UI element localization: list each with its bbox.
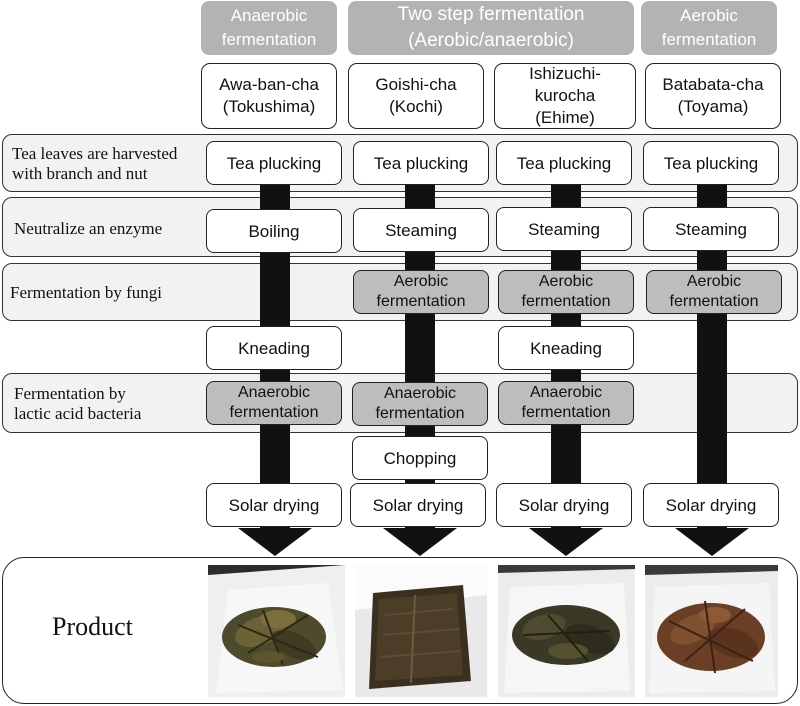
header-aerobic: Aerobic fermentation xyxy=(641,1,777,55)
step-solar-drying-4: Solar drying xyxy=(643,483,779,527)
step-steaming-2: Steaming xyxy=(353,208,489,252)
row-label-enzyme: Neutralize an enzyme xyxy=(14,219,163,238)
header-two-step: Two step fermentation (Aerobic/anaerobic… xyxy=(348,1,634,55)
product-photo-goishi-cha xyxy=(355,565,487,697)
step-anaerobic-3: Anaerobic fermentation xyxy=(498,381,634,425)
step-steaming-4: Steaming xyxy=(643,207,779,251)
row-label-harvest: Tea leaves are harvested with branch and… xyxy=(12,144,178,183)
step-aerobic-2: Aerobic fermentation xyxy=(353,270,489,314)
step-boiling: Boiling xyxy=(206,209,342,253)
step-steaming-3: Steaming xyxy=(496,207,632,251)
product-photo-awa-ban-cha xyxy=(208,565,345,697)
product-photo-batabata-cha xyxy=(645,565,778,697)
arrow-head-col3 xyxy=(529,528,603,556)
arrow-head-col1 xyxy=(238,528,312,556)
arrow-head-col4 xyxy=(675,528,749,556)
step-aerobic-3: Aerobic fermentation xyxy=(498,270,634,314)
tea-awa-ban-cha: Awa-ban-cha (Tokushima) xyxy=(201,63,337,129)
step-kneading-3: Kneading xyxy=(498,326,634,370)
step-tea-plucking-4: Tea plucking xyxy=(643,141,779,185)
header-anaerobic: Anaerobic fermentation xyxy=(201,1,337,55)
tea-ishizuchi-kurocha: Ishizuchi- kurocha (Ehime) xyxy=(494,63,636,129)
step-anaerobic-2: Anaerobic fermentation xyxy=(352,382,488,426)
step-tea-plucking-1: Tea plucking xyxy=(206,141,342,185)
step-chopping: Chopping xyxy=(352,436,488,480)
step-tea-plucking-2: Tea plucking xyxy=(353,141,489,185)
product-photo-ishizuchi-kurocha xyxy=(498,565,635,697)
tea-batabata-cha: Batabata-cha (Toyama) xyxy=(645,63,781,129)
step-tea-plucking-3: Tea plucking xyxy=(496,141,632,185)
tea-goishi-cha: Goishi-cha (Kochi) xyxy=(348,63,484,129)
row-label-fungi: Fermentation by fungi xyxy=(10,283,163,302)
step-solar-drying-2: Solar drying xyxy=(350,483,486,527)
row-label-lactic: Fermentation by lactic acid bacteria xyxy=(14,384,142,423)
arrow-head-col2 xyxy=(383,528,457,556)
step-solar-drying-1: Solar drying xyxy=(206,483,342,527)
step-solar-drying-3: Solar drying xyxy=(496,483,632,527)
step-aerobic-4: Aerobic fermentation xyxy=(646,270,782,314)
product-label: Product xyxy=(52,612,133,641)
step-kneading-1: Kneading xyxy=(206,326,342,370)
step-anaerobic-1: Anaerobic fermentation xyxy=(206,381,342,425)
